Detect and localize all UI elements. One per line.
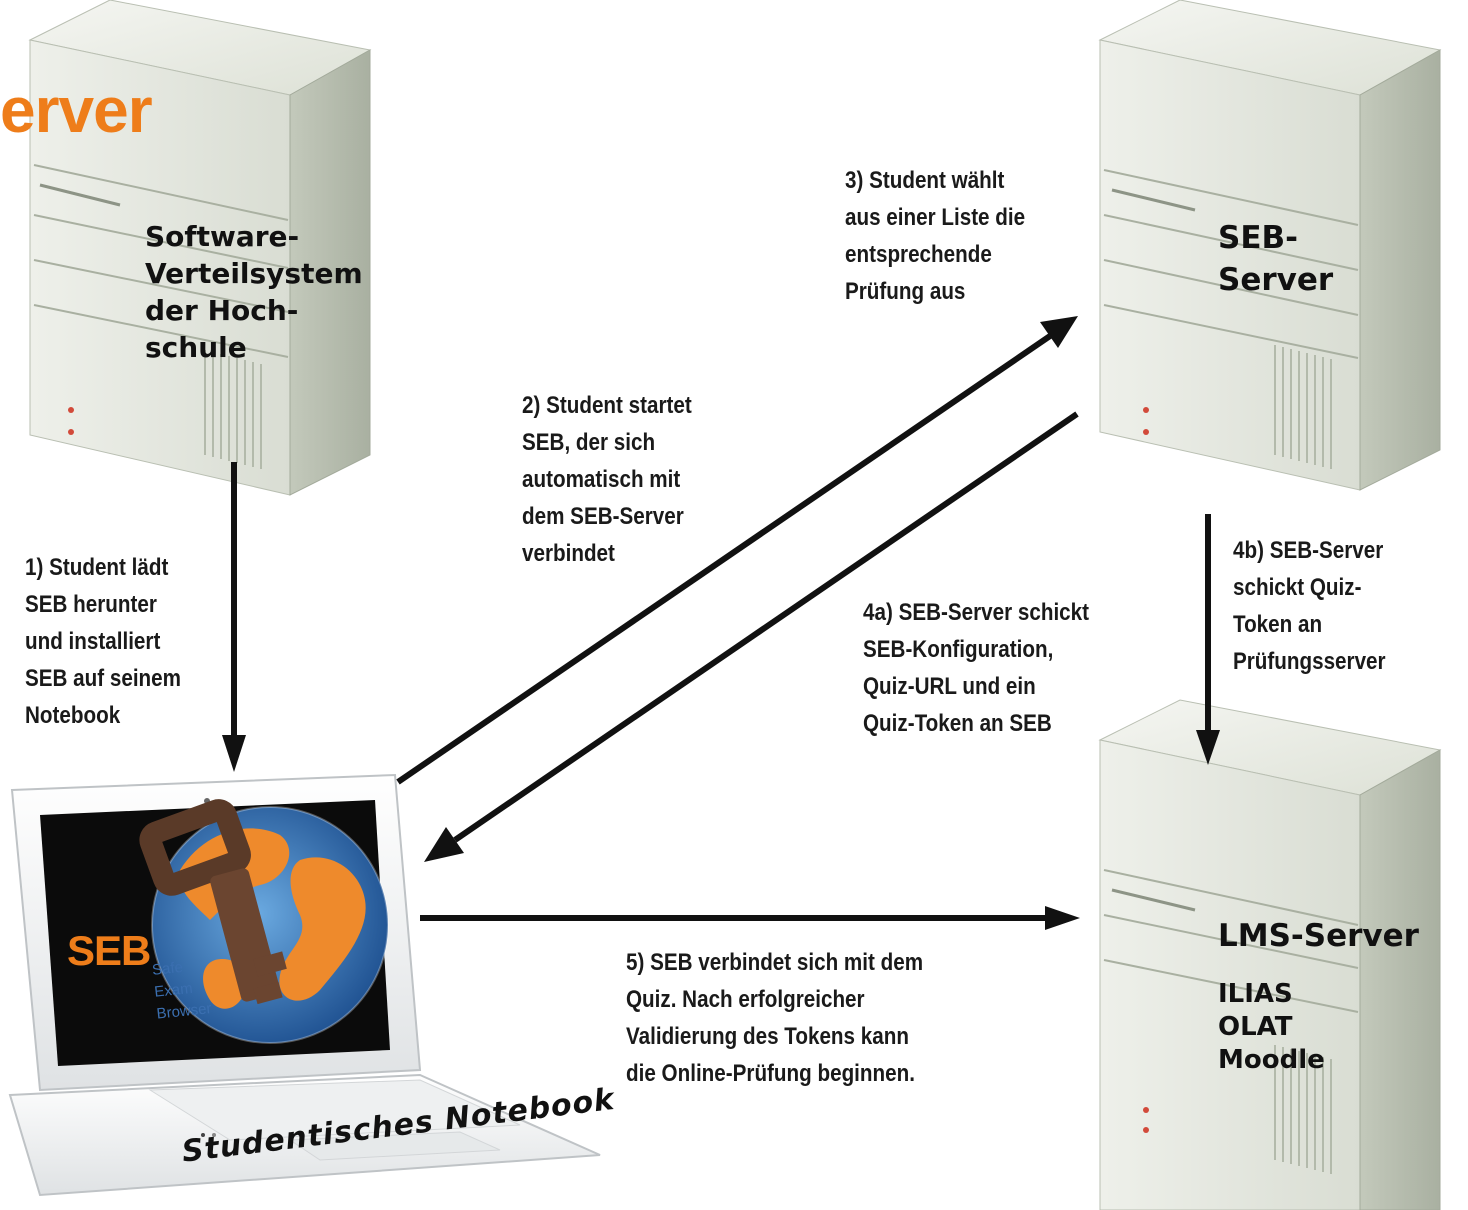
step-4a-label: 4a) SEB-Server schickt SEB-Konfiguration… bbox=[863, 599, 1090, 737]
lms-systems-list: ILIAS OLAT Moodle bbox=[1218, 979, 1325, 1075]
key-icon bbox=[139, 799, 287, 1005]
arrow-5-quiz bbox=[420, 906, 1080, 930]
page-title-fragment: erver bbox=[0, 74, 153, 146]
software-distribution-server bbox=[28, 0, 372, 496]
step-1-label: 1) Student lädt SEB herunter und install… bbox=[25, 554, 182, 729]
step-3-label: 3) Student wählt aus einer Liste die ent… bbox=[845, 167, 1026, 305]
seb-logo-icon bbox=[139, 799, 389, 1044]
step-2-label: 2) Student startet SEB, der sich automat… bbox=[522, 392, 692, 567]
step-4b-label: 4b) SEB-Server schickt Quiz- Token an Pr… bbox=[1233, 537, 1386, 675]
lms-server-label: LMS-Server bbox=[1218, 918, 1419, 954]
arrow-1-download bbox=[222, 462, 246, 772]
seb-server bbox=[1098, 0, 1442, 491]
seb-server-label: SEB- Server bbox=[1218, 220, 1334, 298]
seb-logo-subtitle: Safe Exam Browser bbox=[151, 958, 213, 1023]
step-5-label: 5) SEB verbindet sich mit dem Quiz. Nach… bbox=[626, 949, 924, 1087]
arrow-4b-token bbox=[1196, 514, 1220, 765]
arrow-4a-config bbox=[424, 411, 1079, 862]
arrow-2-connect bbox=[396, 316, 1078, 785]
software-distribution-label: Software- Verteilsystem der Hoch- schule bbox=[145, 220, 363, 364]
lms-server bbox=[1098, 699, 1442, 1210]
seb-logo-text: SEB bbox=[67, 927, 151, 974]
